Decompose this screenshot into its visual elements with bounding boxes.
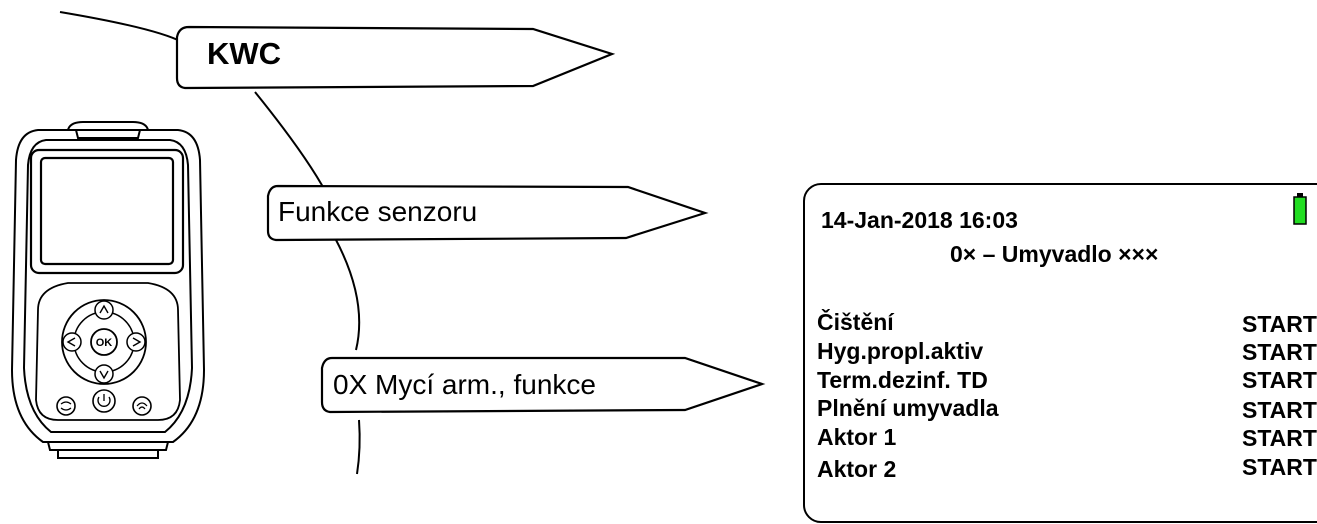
menu-tag-funkce-senzoru-label: Funkce senzoru — [278, 196, 478, 227]
ok-button[interactable] — [90, 328, 118, 356]
device-screen — [39, 156, 175, 266]
handheld-device: OK — [10, 121, 206, 459]
display-screen-panel: 14-Jan-2018 16:03 0× – Umyvadlo ××× Čišt… — [803, 183, 1317, 523]
device-lower-buttons[interactable] — [56, 389, 152, 416]
wireless-key-icon[interactable] — [132, 396, 152, 416]
datetime-readout: 14-Jan-2018 16:03 — [821, 207, 1018, 233]
menu-row-label[interactable]: Term.dezinf. TD — [817, 367, 988, 393]
menu-row-label[interactable]: Plnění umyvadla — [817, 395, 999, 421]
menu-row-start[interactable]: START — [1242, 311, 1317, 337]
menu-row-label[interactable]: Aktor 2 — [817, 456, 897, 482]
menu-row-label[interactable]: Hyg.propl.aktiv — [817, 338, 984, 364]
menu-row-start[interactable]: START — [1242, 454, 1317, 480]
menu-row-start[interactable]: START — [1242, 367, 1317, 393]
ok-button-label: OK — [96, 337, 113, 349]
menu-row-label[interactable]: Aktor 1 — [817, 424, 897, 450]
screen-title: 0× – Umyvadlo ××× — [950, 241, 1159, 267]
left-soft-key-icon[interactable] — [56, 396, 76, 416]
battery-icon — [1293, 193, 1307, 225]
arrow-up-icon[interactable] — [94, 300, 114, 320]
menu-tag-kwc-label: KWC — [207, 36, 282, 71]
menu-row-start[interactable]: START — [1242, 339, 1317, 365]
menu-tag-myci-arm-label: 0X Mycí arm., funkce — [333, 369, 596, 400]
arrow-right-icon[interactable] — [126, 332, 146, 352]
device-dpad[interactable]: OK — [61, 299, 147, 385]
arrow-down-icon[interactable] — [94, 364, 114, 384]
menu-row-label[interactable]: Čištění — [817, 309, 894, 335]
menu-row-start[interactable]: START — [1242, 425, 1317, 451]
arrow-left-icon[interactable] — [62, 332, 82, 352]
menu-row-start[interactable]: START — [1242, 397, 1317, 423]
